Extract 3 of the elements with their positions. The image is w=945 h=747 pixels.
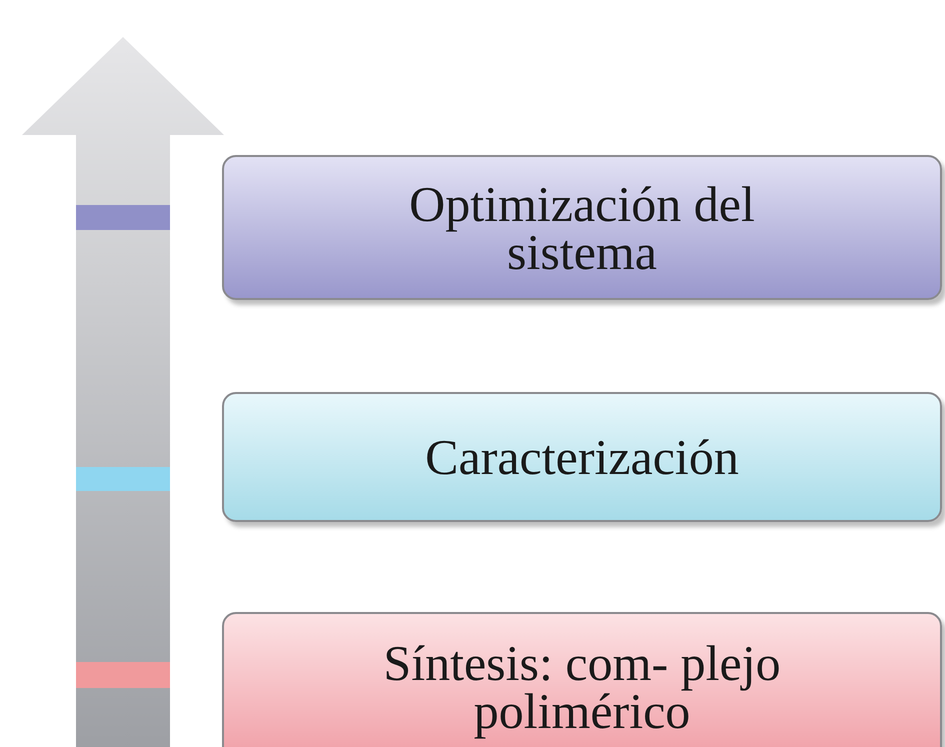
stage-box: Síntesis: com- plejo polimérico	[222, 612, 942, 747]
stage-box: Optimización del sistema	[222, 155, 942, 300]
stage-box: Caracterización	[222, 392, 942, 522]
